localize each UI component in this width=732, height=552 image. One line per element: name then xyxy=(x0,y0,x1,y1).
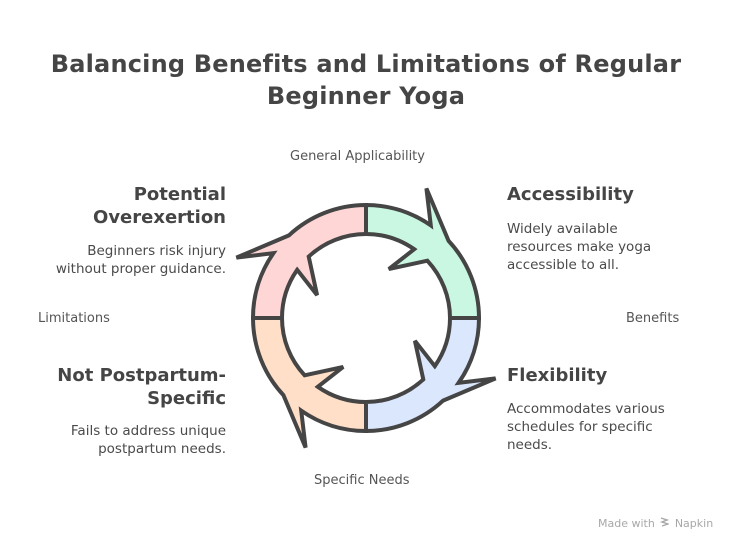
quadrant-title-flexibility: Flexibility xyxy=(507,364,607,387)
desc-line: Fails to address unique xyxy=(70,423,226,439)
title-line-1: Balancing Benefits and Limitations of Re… xyxy=(50,50,682,78)
segment-top-left xyxy=(235,202,368,320)
diagram-title: Balancing Benefits and Limitations of Re… xyxy=(0,48,732,112)
axis-label-right: Benefits xyxy=(626,311,680,326)
desc-line: without proper guidance. xyxy=(55,261,226,277)
quadrant-title-not-postpartum-specific: Not Postpartum- Specific xyxy=(57,364,226,410)
footer-attribution: Made with Napkin xyxy=(598,517,713,530)
quadrant-title-potential-overexertion: Potential Overexertion xyxy=(93,183,226,229)
desc-line: needs. xyxy=(507,437,553,453)
title-line: Overexertion xyxy=(93,207,226,228)
quadrant-desc-flexibility: Accommodates various schedules for speci… xyxy=(507,400,665,454)
quadrant-desc-not-postpartum-specific: Fails to address unique postpartum needs… xyxy=(71,422,226,458)
title-line: Not Postpartum- xyxy=(57,365,226,386)
made-with-text: Made with xyxy=(598,517,655,530)
title-line: Accessibility xyxy=(507,184,634,205)
quadrant-desc-potential-overexertion: Beginners risk injury without proper gui… xyxy=(56,242,226,278)
segment-bottom-right xyxy=(364,316,497,434)
axis-label-bottom: Specific Needs xyxy=(314,473,410,488)
desc-line: Beginners risk injury xyxy=(87,243,226,259)
title-line: Flexibility xyxy=(507,365,608,386)
desc-line: Accommodates various xyxy=(507,401,665,417)
desc-line: accessible to all. xyxy=(507,257,620,273)
title-line: Potential xyxy=(133,184,226,205)
desc-line: resources make yoga xyxy=(507,239,652,255)
desc-line: Widely available xyxy=(507,221,618,237)
napkin-brand-text: Napkin xyxy=(674,517,714,530)
title-line-2: Beginner Yoga xyxy=(266,82,466,110)
quadrant-title-accessibility: Accessibility xyxy=(507,183,634,206)
segment-top-right xyxy=(364,187,482,320)
quadrant-desc-accessibility: Widely available resources make yoga acc… xyxy=(507,220,651,274)
desc-line: postpartum needs. xyxy=(98,441,226,457)
napkin-logo-icon xyxy=(660,517,671,530)
title-line: Specific xyxy=(147,388,226,409)
segment-bottom-left xyxy=(250,316,368,449)
axis-label-top: General Applicability xyxy=(290,149,425,164)
desc-line: schedules for specific xyxy=(507,419,653,435)
axis-label-left: Limitations xyxy=(38,311,110,326)
